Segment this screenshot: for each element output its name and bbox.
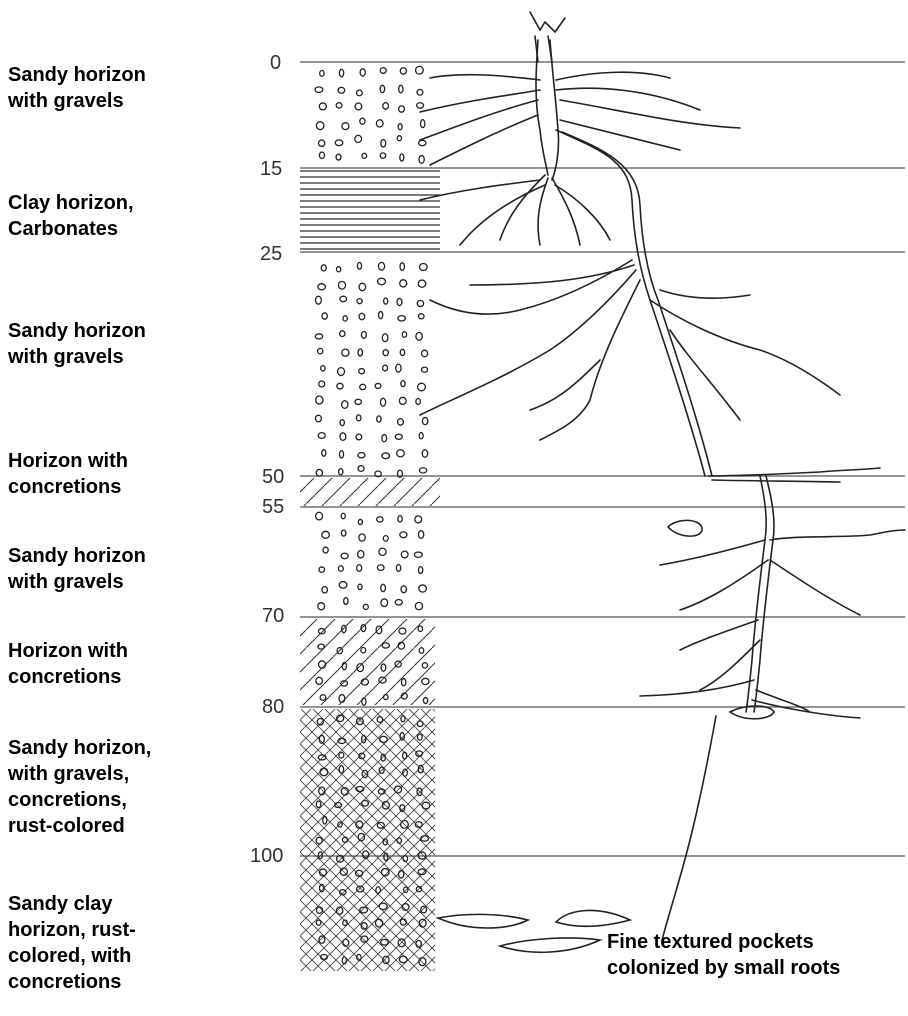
pockets-annotation: Fine textured pockets colonized by small…: [607, 929, 907, 981]
soil-column: [300, 66, 440, 971]
depth-label-55: 55: [262, 496, 284, 519]
depth-label-25: 25: [260, 243, 282, 266]
horizon-label-6: Horizon with concretions: [8, 638, 223, 690]
horizon-label-1: Sandy horizon with gravels: [8, 62, 223, 114]
depth-label-100: 100: [250, 845, 283, 868]
depth-label-50: 50: [262, 466, 284, 489]
horizon-label-4: Horizon with concretions: [8, 448, 223, 500]
concretion-layer-fill-2: [300, 619, 435, 705]
rust-layer-fill: [300, 709, 435, 971]
concretion-layer-fill-1: [300, 478, 440, 506]
depth-label-80: 80: [262, 696, 284, 719]
horizon-label-5: Sandy horizon with gravels: [8, 543, 223, 595]
root-system: [420, 12, 905, 952]
horizon-label-7: Sandy horizon, with gravels, concretions…: [8, 735, 223, 839]
depth-label-15: 15: [260, 158, 282, 181]
clay-layer-fill: [300, 170, 440, 250]
depth-label-0: 0: [270, 52, 281, 75]
depth-label-70: 70: [262, 605, 284, 628]
horizon-label-8: Sandy clay horizon, rust- colored, with …: [8, 891, 223, 995]
horizon-label-3: Sandy horizon with gravels: [8, 318, 223, 370]
horizon-label-2: Clay horizon, Carbonates: [8, 190, 223, 242]
